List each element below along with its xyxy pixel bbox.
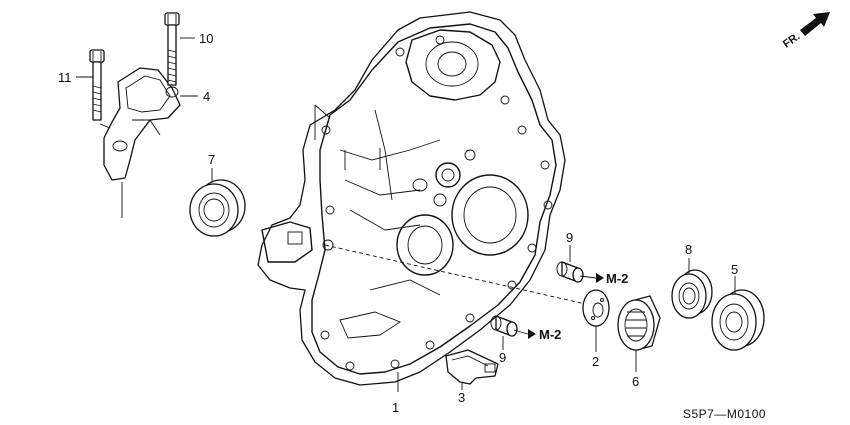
diagram-code: S5P7—M0100 <box>683 407 766 421</box>
callout-8: 8 <box>685 242 692 257</box>
oil-seal-7 <box>189 179 246 237</box>
callout-5: 5 <box>731 262 738 277</box>
callout-3: 3 <box>458 390 465 405</box>
m2-label-upper: M-2 <box>606 271 628 286</box>
callout-7: 7 <box>208 152 215 167</box>
clutch-housing <box>257 11 566 386</box>
oil-guide-plate <box>582 289 610 327</box>
bolt-11 <box>89 49 105 121</box>
callout-4: 4 <box>203 89 210 104</box>
callout-9-upper: 9 <box>566 230 573 245</box>
dowel-pin-lower <box>490 315 518 337</box>
ball-bearing-5 <box>711 289 765 351</box>
callout-1: 1 <box>392 400 399 415</box>
callout-6: 6 <box>632 374 639 389</box>
front-direction-label: FR. <box>781 31 802 51</box>
m2-reference-lower: M-2 <box>513 327 561 342</box>
callout-10: 10 <box>199 31 213 46</box>
bolt-10 <box>164 12 180 86</box>
m2-label-lower: M-2 <box>539 327 561 342</box>
front-direction-indicator: FR. <box>781 12 830 51</box>
needle-bearing <box>617 295 661 351</box>
callout-9-lower: 9 <box>499 350 506 365</box>
m2-reference-upper: M-2 <box>579 271 628 286</box>
arrow-right-icon <box>800 12 830 36</box>
callout-2: 2 <box>592 354 599 369</box>
mounting-bracket <box>103 67 181 181</box>
ball-bearing-8 <box>671 269 713 319</box>
sensor-3 <box>445 349 499 385</box>
callout-11: 11 <box>58 70 72 85</box>
dowel-pin-upper <box>556 261 584 283</box>
